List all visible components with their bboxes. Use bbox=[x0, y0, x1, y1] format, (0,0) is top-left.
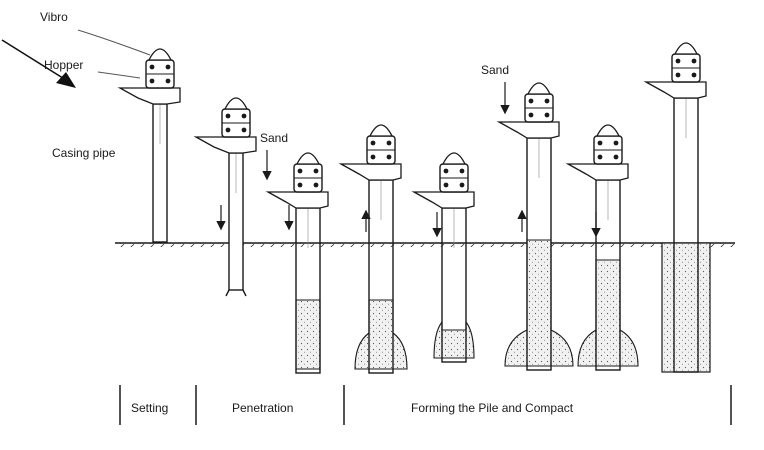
pointer-arrow bbox=[1, 39, 76, 88]
sand-pile bbox=[577, 259, 639, 367]
casing-pipe-label: Casing pipe bbox=[52, 146, 116, 160]
rig-form-4 bbox=[496, 82, 574, 371]
vibro-label: Vibro bbox=[40, 10, 68, 24]
stage-separators bbox=[119, 385, 732, 425]
vibro-dome bbox=[673, 42, 699, 55]
rig-sequence bbox=[117, 42, 711, 374]
hopper bbox=[643, 81, 707, 99]
sand-pile bbox=[504, 239, 574, 367]
hopper bbox=[265, 191, 329, 209]
vibro-dome bbox=[595, 124, 621, 137]
stage-setting-label: Setting bbox=[131, 401, 169, 415]
vibro-dome bbox=[295, 152, 321, 165]
sand-label-1: Sand bbox=[260, 131, 289, 145]
sand-column bbox=[661, 242, 711, 373]
rig-form-1 bbox=[265, 152, 329, 374]
sand-pile bbox=[354, 299, 408, 370]
ground-surface bbox=[115, 242, 735, 247]
hopper bbox=[193, 136, 257, 154]
rig-form-5 bbox=[565, 124, 639, 371]
vibro-dome bbox=[223, 97, 249, 110]
rig-form-2 bbox=[338, 124, 408, 374]
rig-form-3 bbox=[411, 152, 475, 363]
sand-pile bbox=[295, 299, 321, 370]
stage-penetration-label: Penetration bbox=[232, 401, 294, 415]
hopper bbox=[117, 87, 181, 105]
vibro-dome bbox=[526, 82, 552, 95]
rig-compacted bbox=[643, 42, 711, 373]
sand-pile bbox=[433, 320, 475, 359]
rig-penetration bbox=[193, 97, 257, 297]
hopper bbox=[411, 191, 475, 209]
hopper bbox=[565, 163, 629, 181]
vibro-dome bbox=[441, 152, 467, 165]
vibro-dome bbox=[147, 48, 173, 61]
rig-setting bbox=[117, 48, 181, 243]
hopper bbox=[496, 121, 560, 139]
stage-forming-label: Forming the Pile and Compact bbox=[411, 401, 574, 415]
vibro-dome bbox=[368, 124, 394, 137]
label-leaders bbox=[77, 29, 151, 79]
sand-label-2: Sand bbox=[481, 63, 510, 77]
hopper-label: Hopper bbox=[44, 58, 84, 72]
hopper bbox=[338, 163, 402, 181]
